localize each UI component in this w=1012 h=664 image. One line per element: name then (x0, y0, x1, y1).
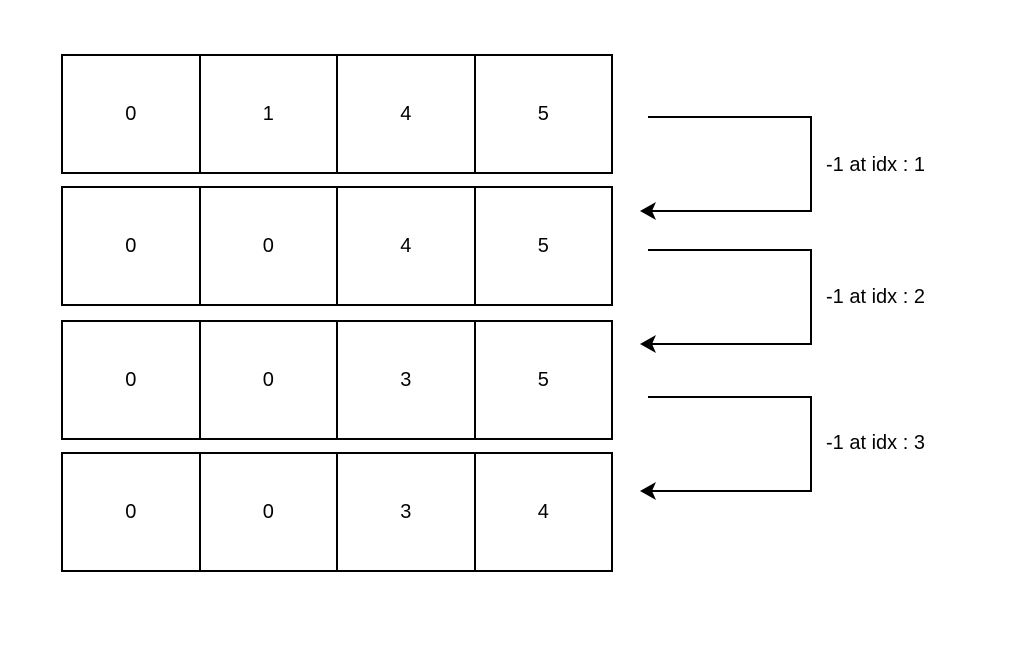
array-cell: 0 (125, 368, 137, 391)
array-cell: 4 (473, 454, 612, 570)
array-cell: 0 (125, 500, 137, 523)
array-row-1: 0 0 4 5 (61, 186, 613, 306)
array-cell: 5 (473, 188, 612, 304)
step-label-2: -1 at idx : 2 (826, 286, 925, 308)
array-row-2: 0 0 3 5 (61, 320, 613, 440)
array-cell: 0 (125, 102, 137, 125)
array-cell: 4 (336, 56, 474, 172)
arrowhead-step-2 (640, 335, 656, 353)
array-cell: 0 (198, 322, 337, 438)
array-cell: 1 (198, 56, 337, 172)
arrow-step-3 (648, 396, 812, 492)
step-label-1: -1 at idx : 1 (826, 154, 925, 176)
array-cell: 4 (336, 188, 474, 304)
array-cell: 0 (198, 188, 337, 304)
array-cell: 3 (336, 322, 474, 438)
arrow-step-1 (648, 116, 812, 212)
array-row-0: 0 1 4 5 (61, 54, 613, 174)
array-cell: 5 (473, 56, 612, 172)
step-label-3: -1 at idx : 3 (826, 432, 925, 454)
array-row-3: 0 0 3 4 (61, 452, 613, 572)
array-cell: 0 (198, 454, 337, 570)
arrowhead-step-3 (640, 482, 656, 500)
arrow-step-2 (648, 249, 812, 345)
array-cell: 3 (336, 454, 474, 570)
arrowhead-step-1 (640, 202, 656, 220)
array-cell: 0 (125, 234, 137, 257)
array-cell: 5 (473, 322, 612, 438)
